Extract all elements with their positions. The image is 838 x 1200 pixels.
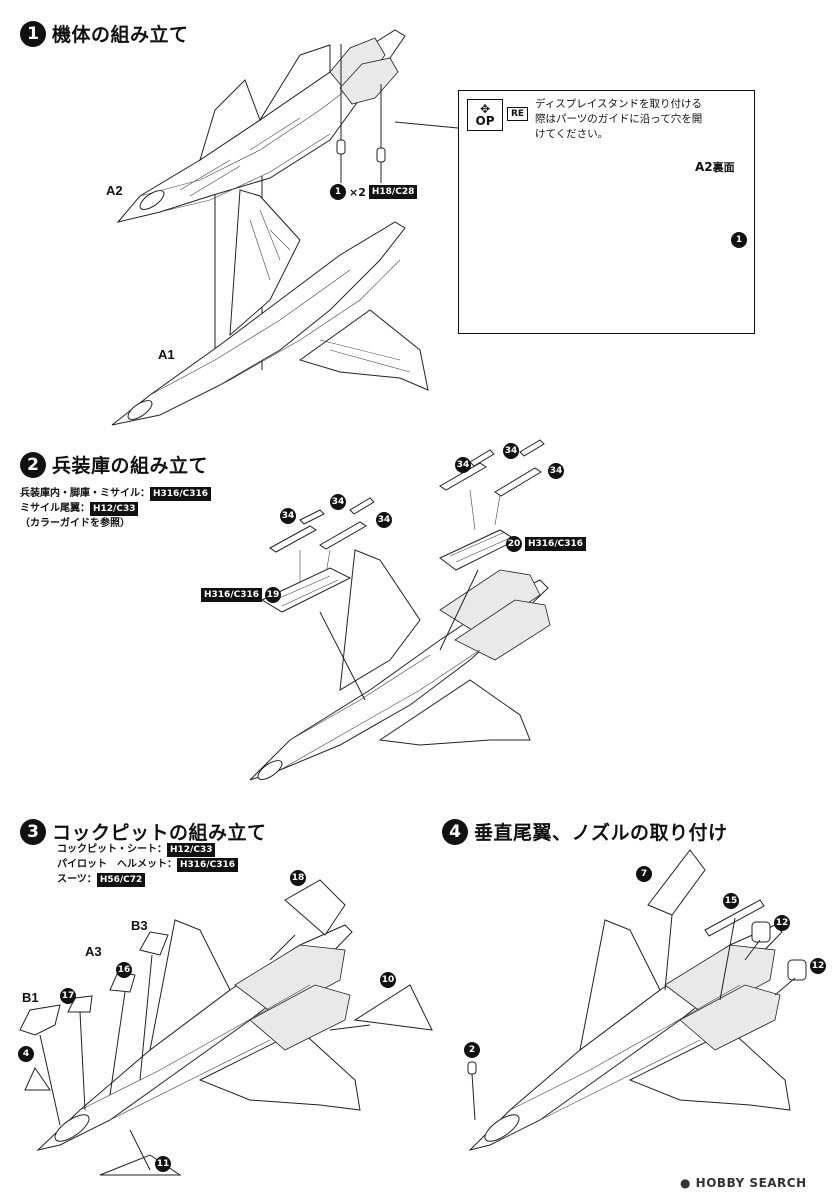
step2-number: 2 [20, 451, 46, 478]
option-icon-label: OP [475, 114, 495, 128]
color-code: H316/C316 [150, 487, 211, 501]
part-number-20: 20 [506, 536, 522, 552]
weapon-bay-20-label: 20 H316/C316 [506, 536, 586, 552]
fuselage-a2-drawing [116, 29, 406, 223]
part-label-b1: B1 [22, 990, 39, 1005]
watermark: ● HOBBY SEARCH [680, 1176, 807, 1190]
re-tag: RE [507, 107, 529, 121]
part-number-34: 34 [330, 494, 346, 510]
color-code: H56/C72 [96, 873, 146, 887]
part-number-4: 4 [18, 1046, 34, 1062]
option-leader-drawing [394, 121, 459, 129]
watermark-logo-icon: ● [680, 1176, 691, 1190]
step3-note-helmet: パイロット ヘルメット：H316/C316 [57, 857, 238, 872]
step4-title: 垂直尾翼、ノズルの取り付け [474, 822, 728, 844]
step2-missiles-drawing [269, 439, 545, 590]
step1-header: 1 機体の組み立て [20, 20, 189, 47]
option-part-number-1: 1 [731, 232, 747, 248]
part-number-16: 16 [116, 962, 132, 978]
underside-sub-label: 裏面 [712, 161, 735, 174]
step3-aircraft-drawing [36, 919, 361, 1151]
underside-view-label: A2裏面 [695, 159, 735, 175]
weapon-bay-20-drawing [439, 529, 518, 571]
part-number-34: 34 [548, 463, 564, 479]
step3-parts-drawing [19, 879, 433, 1176]
weapon-bay-19-label: H316/C316 19 [201, 587, 281, 603]
step4-number: 4 [442, 818, 468, 845]
color-code: H12/C33 [167, 843, 216, 857]
option-text: ディスプレイスタンドを取り付ける 際はパーツのガイドに沿って穴を開 けてください… [535, 97, 702, 142]
option-text-line2: 際はパーツのガイドに沿って穴を開 [535, 113, 703, 125]
part-number-7: 7 [636, 866, 652, 882]
option-text-line3: けてください。 [535, 128, 609, 140]
part-label-b3: B3 [131, 918, 148, 933]
weapon-bay-19-drawing [260, 567, 352, 613]
option-icon: ✥ OP [467, 99, 503, 131]
step3-number: 3 [20, 818, 46, 845]
option-box: ✥ OP RE ディスプレイスタンドを取り付ける 際はパーツのガイドに沿って穴を… [458, 90, 755, 334]
step1-quantity: 1 ×2 H18/C28 [330, 184, 418, 200]
step3-title: コックピットの組み立て [52, 822, 267, 844]
part-number-19: 19 [265, 587, 281, 603]
part-label-a1: A1 [158, 347, 175, 362]
part-number-34: 34 [280, 508, 296, 524]
color-code: H316/C316 [177, 858, 238, 872]
watermark-text: HOBBY SEARCH [695, 1176, 807, 1190]
part-number-10: 10 [380, 972, 396, 988]
fuselage-a1-drawing [111, 189, 429, 426]
part-number-11: 11 [155, 1156, 171, 1172]
part-label-a2: A2 [106, 183, 123, 198]
step2-aircraft-drawing [249, 549, 551, 781]
part-number-17: 17 [60, 988, 76, 1004]
step4-parts-drawing [467, 849, 807, 1121]
step2-color-notes: 兵装庫内・脚庫・ミサイル：H316/C316 ミサイル尾翼：H12/C33 （カ… [20, 486, 211, 531]
step2-note-bay: 兵装庫内・脚庫・ミサイル：H316/C316 [20, 486, 211, 501]
step3-note-cockpit: コックピット・シート：H12/C33 [57, 842, 238, 857]
part-number-1: 1 [330, 184, 346, 200]
part-number-15: 15 [723, 893, 739, 909]
step3-color-notes: コックピット・シート：H12/C33 パイロット ヘルメット：H316/C316… [57, 842, 238, 887]
color-code: H316/C316 [525, 537, 586, 551]
step1-title: 機体の組み立て [52, 24, 189, 46]
underside-part-label: A2 [695, 160, 713, 174]
part-label-a3: A3 [85, 944, 102, 959]
color-code: H316/C316 [201, 588, 262, 602]
step2-header: 2 兵装庫の組み立て [20, 451, 208, 478]
step2-title: 兵装庫の組み立て [52, 455, 209, 477]
part-number-34: 34 [455, 457, 471, 473]
step1-number: 1 [20, 20, 46, 47]
quantity-multiplier: ×2 [349, 185, 366, 199]
step3-note-suit: スーツ：H56/C72 [57, 872, 238, 887]
part-number-12: 12 [774, 915, 790, 931]
part-number-18: 18 [290, 870, 306, 886]
step2-note-guide: （カラーガイドを参照） [20, 518, 130, 529]
step4-header: 4 垂直尾翼、ノズルの取り付け [442, 818, 728, 845]
part-number-34: 34 [503, 443, 519, 459]
option-text-line1: ディスプレイスタンドを取り付ける [535, 98, 702, 110]
part-number-2: 2 [464, 1042, 480, 1058]
move-icon: ✥ [479, 102, 491, 116]
part-number-12: 12 [810, 958, 826, 974]
step2-note-fins: ミサイル尾翼：H12/C33 [20, 501, 211, 516]
color-code: H12/C33 [90, 502, 139, 516]
part-number-34: 34 [376, 512, 392, 528]
color-code: H18/C28 [368, 185, 418, 199]
step3-header: 3 コックピットの組み立て [20, 818, 267, 845]
step4-aircraft-drawing [468, 919, 791, 1151]
